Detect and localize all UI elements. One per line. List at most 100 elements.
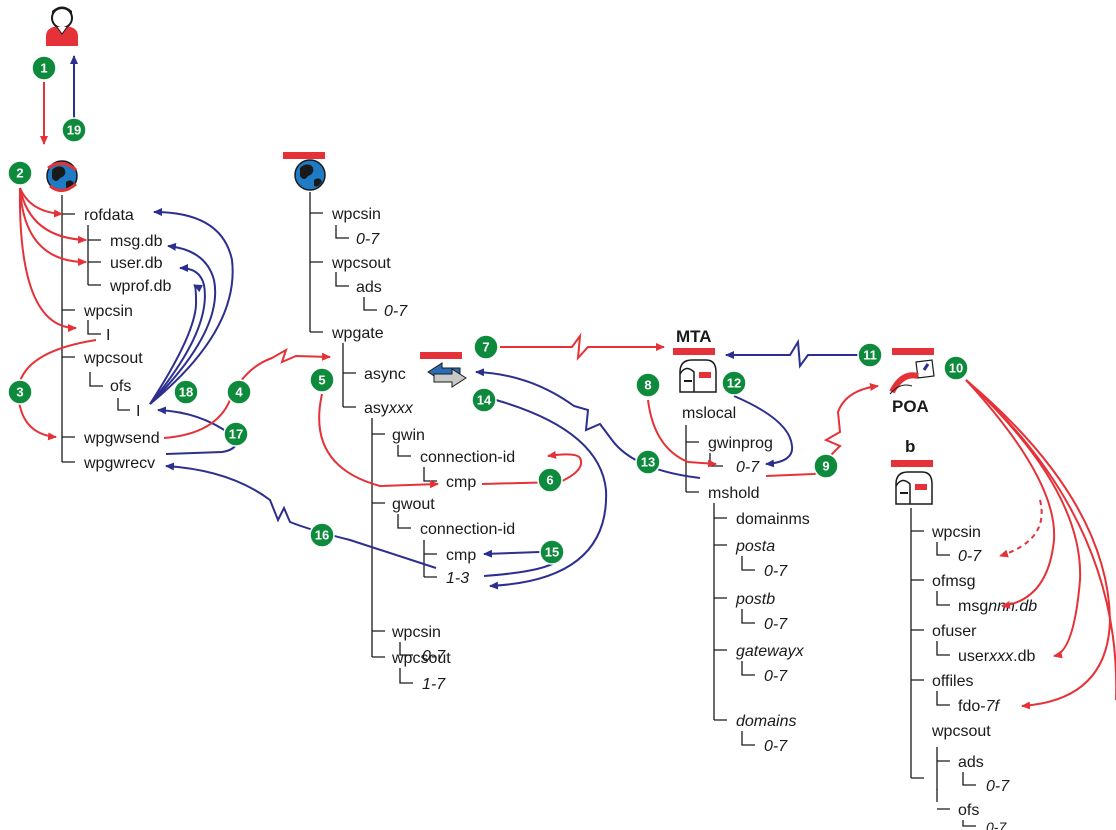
gw-asyxxx: asyxxx [364,400,414,417]
step-number: 5 [318,373,325,388]
step-number: 14 [477,393,492,408]
flow-arrow-14 [489,399,608,590]
gw-gwout-range: 1-3 [446,570,469,587]
po-msg: msg [958,598,988,615]
step-number: 10 [949,361,963,376]
step-number: 6 [546,473,553,488]
async-transfer-icon [420,352,467,388]
flow-arrow-15 [483,549,541,558]
gw-xxx: xxx [388,400,414,417]
gw-wpcsin-range: 0-7 [356,231,380,248]
gw-ads-range: 0-7 [384,303,408,320]
step-badge-2: 2 [7,160,33,186]
step-number: 8 [644,378,651,393]
client-globe-icon [46,160,78,192]
mta-postb: postb [735,591,775,608]
client-tree-lines [61,195,130,463]
step-number: 13 [641,455,655,470]
mta-mailbox-icon [673,348,717,393]
step-badge-3: 3 [7,379,33,405]
po-fdo-7f: 7f [986,698,1001,715]
mta-mshold: mshold [708,485,760,502]
po-ofs-branch [962,820,976,827]
gw-async: async [364,366,406,383]
flow-line-15 [483,561,557,577]
step-badge-12: 12 [721,370,747,396]
step-badge-13: 13 [635,449,661,475]
po-tree-lines [910,508,950,802]
step-badge-8: 8 [635,372,661,398]
flow-arrow-17 [157,406,231,435]
po-ads: ads [958,754,984,771]
po-wpcsin: wpcsin [931,524,981,541]
step-badge-17: 17 [223,421,249,447]
flow-arrow-16 [165,462,437,569]
mta-mslocal: mslocal [682,405,736,422]
mta-posta: posta [735,538,775,555]
po-fdo-prefix: fdo- [958,698,986,715]
step-badge-11: 11 [857,342,883,368]
mta-gwinprog: gwinprog [708,435,773,452]
po-wpcsin-range: 0-7 [958,548,982,565]
gw-wpcsin: wpcsin [331,206,381,223]
step-number: 18 [179,385,193,400]
step-number: 2 [16,166,23,181]
client-rofdata: rofdata [84,207,134,224]
gw-wpcsout-2: wpcsout [391,650,451,667]
gw-asy: asy [364,400,389,417]
flow-arrows-18 [149,208,234,405]
step-number: 12 [727,376,741,391]
step-number: 9 [822,459,829,474]
client-msg-db: msg.db [110,233,163,250]
gw-ads: ads [356,279,382,296]
step-number: 19 [67,123,81,138]
mta-gwinprog-range: 0-7 [736,459,760,476]
mta-posta-range: 0-7 [764,563,788,580]
po-xxx: xxx [988,648,1014,665]
mta-gatewayx-range: 0-7 [764,668,788,685]
client-wpgwsend: wpgwsend [83,430,160,447]
step-number: 11 [863,348,877,363]
mta-domains-range: 0-7 [764,738,788,755]
step-badge-15: 15 [539,539,565,565]
gw-gwout: gwout [392,496,435,513]
po-user: user [958,648,990,665]
mta-gatewayx: gatewayx [736,643,805,660]
gw-gwout-connection-id: connection-id [420,521,515,538]
po-ofuser: ofuser [932,623,977,640]
flow-arrow-12 [733,395,794,468]
gw-gwin-connection-id: connection-id [420,449,515,466]
flow-arrow-5 [318,393,439,489]
client-wpgwrecv: wpgwrecv [83,455,155,472]
po-ads-range: 0-7 [986,778,1010,795]
client-ofs: ofs [110,378,131,395]
step-badge-1: 1 [31,55,57,81]
mta-label: MTA [676,327,712,346]
po-ads-branch [962,772,976,786]
step-number: 15 [545,545,559,560]
flow-arrows-10 [965,379,1116,710]
user-icon [46,6,78,46]
gateway-globe-icon [283,152,326,191]
client-wpcsout: wpcsout [83,350,143,367]
step-badge-16: 16 [309,522,335,548]
step-badge-18: 18 [173,379,199,405]
gw-wpcsout-2-range: 1-7 [422,676,446,693]
step-badge-19: 19 [61,117,87,143]
client-wprof-db: wprof.db [109,278,171,295]
po-userxxx: userxxx.db [958,648,1035,665]
po-ofs-range: 0-7 [986,819,1007,830]
step-badge-7: 7 [473,334,499,360]
po-ofs: ofs [958,802,979,819]
gateway-tree-lines [309,192,437,684]
gw-wpcsin-2-range: 0-7 [422,648,446,665]
step-number: 7 [482,340,489,355]
mta-domainms: domainms [736,511,810,528]
po-wpcsout: wpcsout [931,723,991,740]
post-office-b-label: b [905,437,915,456]
flow-arrow-6 [481,450,582,485]
gw-wpgate: wpgate [331,325,384,342]
